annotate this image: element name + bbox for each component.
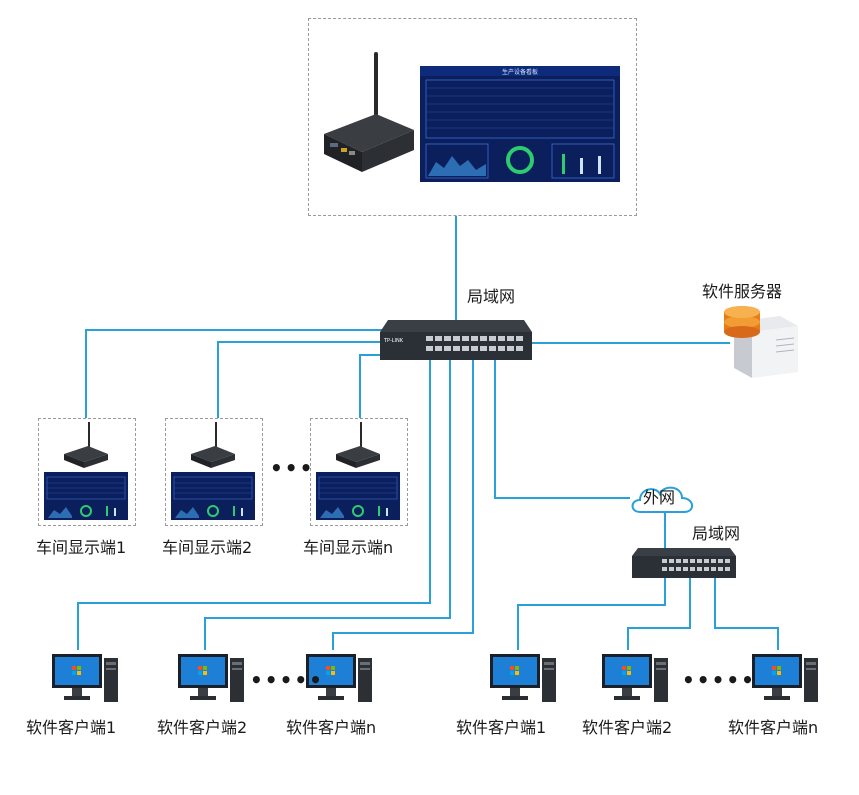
display-screen-icon-n <box>316 472 400 520</box>
desktop-pc-icon-left-n <box>306 654 372 702</box>
sub-network-switch-icon <box>632 548 736 578</box>
lan-sub-label: 局域网 <box>692 524 741 543</box>
clients-right-ellipsis: ••••• <box>682 668 756 692</box>
workshop-display-n-label: 车间显示端n <box>303 538 394 557</box>
wan-label: 外网 <box>643 488 676 507</box>
lan-main-label: 局域网 <box>467 287 516 306</box>
displays-ellipsis: ••• <box>270 456 315 480</box>
client-left-1-label: 软件客户端1 <box>26 718 117 737</box>
industrial-pc-icon <box>324 52 414 172</box>
cloud-icon <box>631 486 693 513</box>
wire-switch-to-display-n <box>359 354 385 418</box>
desktop-pc-icon-right-n <box>752 654 818 702</box>
display-screen-icon-1 <box>44 472 128 520</box>
desktop-pc-icon-right-1 <box>490 654 556 702</box>
client-right-2-label: 软件客户端2 <box>582 718 673 737</box>
display-pc-icon-n <box>336 422 380 468</box>
dashboard-screen-icon: 生产设备看板 <box>420 66 620 182</box>
client-right-n-label: 软件客户端n <box>728 718 819 737</box>
wire-switch-to-client-left-1 <box>77 360 431 650</box>
switch-brand-label: TP-LINK <box>383 338 404 344</box>
wire-switch-to-client-left-2 <box>204 360 451 650</box>
wire-switch-to-display-2 <box>217 341 385 418</box>
client-left-2-label: 软件客户端2 <box>157 718 248 737</box>
workshop-display-2-label: 车间显示端2 <box>162 538 253 557</box>
wire-sub-switch-to-client-right-2 <box>627 578 691 650</box>
network-switch-icon: TP-LINK <box>380 320 532 360</box>
display-pc-icon-2 <box>191 422 235 468</box>
server-icon <box>724 306 798 378</box>
workshop-display-1-label: 车间显示端1 <box>36 538 127 557</box>
wire-sub-switch-to-client-right-1 <box>517 578 666 650</box>
desktop-pc-icon-left-1 <box>52 654 118 702</box>
wire-switch-to-wan <box>494 360 630 499</box>
wire-switch-to-client-left-n <box>332 360 474 650</box>
desktop-pc-icon-left-2 <box>178 654 244 702</box>
wire-sub-switch-to-client-right-n <box>714 578 779 650</box>
desktop-pc-icon-right-2 <box>602 654 668 702</box>
client-right-1-label: 软件客户端1 <box>456 718 547 737</box>
software-server-label: 软件服务器 <box>702 282 783 301</box>
display-pc-icon-1 <box>64 422 108 468</box>
screen-title: 生产设备看板 <box>502 68 538 76</box>
display-screen-icon-2 <box>171 472 255 520</box>
client-left-n-label: 软件客户端n <box>286 718 377 737</box>
clients-left-ellipsis: ••••• <box>250 668 324 692</box>
wire-switch-to-display-1 <box>85 329 385 418</box>
